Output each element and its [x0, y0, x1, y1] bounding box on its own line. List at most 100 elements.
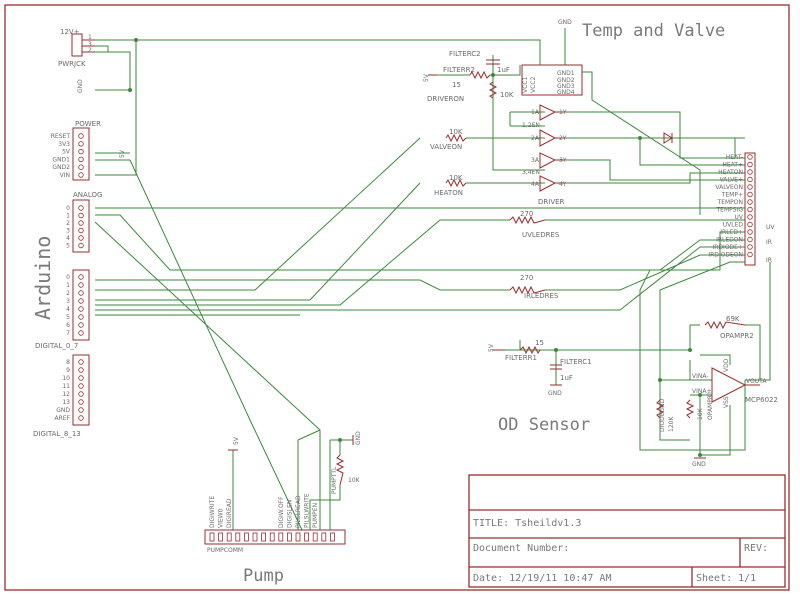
pump-pin [295, 532, 301, 542]
section-title-od-sensor: OD Sensor [498, 415, 590, 435]
pin-socket [78, 282, 84, 288]
pin-socket [78, 141, 84, 147]
svg-text:UVLEDRES: UVLEDRES [522, 231, 560, 239]
svg-text:1,2EN: 1,2EN [522, 122, 540, 129]
svg-text:OPAMPR1: OPAMPR1 [707, 391, 714, 420]
svg-text:GND: GND [355, 431, 362, 445]
pin-label: 3 [66, 298, 70, 305]
pin-socket [78, 407, 84, 413]
svg-text:3Y: 3Y [559, 157, 567, 164]
pin-label: 5 [66, 243, 70, 250]
svg-text:1uF: 1uF [560, 374, 573, 382]
pump-pin-label: PUMPEN [312, 503, 319, 528]
svg-text:FILTERC2: FILTERC2 [449, 50, 481, 58]
pin-socket [78, 290, 84, 296]
svg-text:69K: 69K [726, 315, 740, 323]
pump-pin-label: VIEW0 [218, 508, 225, 528]
pin-label: 1 [66, 213, 70, 220]
connector-label: UVLED [723, 222, 744, 229]
sheet-frame [4, 4, 790, 591]
svg-text:1uF: 1uF [497, 66, 510, 74]
pin-label: 1 [66, 282, 70, 289]
pump-pin [218, 532, 224, 542]
section-title-arduino: Arduino [31, 236, 55, 320]
svg-text:5V: 5V [119, 149, 126, 158]
pump-pin [243, 532, 249, 542]
svg-text:GND3: GND3 [557, 83, 575, 90]
svg-text:1Y: 1Y [559, 109, 567, 116]
pin-socket [78, 314, 84, 320]
svg-text:VSS: VSS [723, 396, 730, 408]
pin-socket [78, 375, 84, 381]
pump-pin-label: DIGIWRITE [209, 496, 216, 528]
svg-text:10K: 10K [449, 128, 463, 136]
pin-socket [78, 274, 84, 280]
svg-text:IRLEDRES: IRLEDRES [524, 292, 559, 300]
driver-ic: FILTERC2 1uF FILTERR2 15 5V 10K DRIVERON… [423, 50, 583, 206]
connector-label: UV [735, 214, 744, 221]
pin-socket [78, 391, 84, 397]
svg-text:ANALOG: ANALOG [73, 191, 102, 199]
svg-text:FILTERC1: FILTERC1 [560, 358, 592, 366]
title-block: TITLE: Tsheildv1.3 Document Number: REV:… [468, 474, 786, 588]
pin-label: 4 [66, 306, 70, 313]
connector-label: TEMP+ [721, 192, 743, 199]
svg-text:VCC1: VCC1 [522, 77, 529, 93]
pin-socket [78, 359, 84, 365]
connector-label: HEAT+ [722, 162, 743, 169]
pin-label: VIN [60, 172, 70, 179]
pin-socket [747, 251, 753, 258]
pin-socket [747, 184, 753, 190]
pump-pin-label: PILSLWRITE [304, 493, 311, 528]
connector-label: HEAT- [726, 154, 743, 161]
pump-pin [286, 532, 292, 542]
svg-text:UV: UV [766, 224, 775, 231]
svg-text:DIODEGND: DIODEGND [659, 398, 666, 432]
svg-text:5V: 5V [233, 436, 240, 445]
pump-pin-label: DIGISLEN [286, 500, 293, 528]
svg-text:GND4: GND4 [557, 89, 575, 96]
pin-socket [78, 383, 84, 389]
pump-pin [261, 532, 267, 542]
resistors: 10K VALVEON 10K HEATON 270 UVLEDRES 270 … [430, 128, 560, 300]
io-connector: HEAT-HEAT+HEATONVALVE+VALVEONTEMP+TEMPON… [708, 152, 775, 266]
pin-label: 7 [66, 330, 70, 337]
svg-text:10K: 10K [449, 174, 463, 182]
svg-text:IR: IR [766, 257, 772, 264]
svg-text:270: 270 [520, 274, 533, 282]
pump-pin-label: DIGIREAD [226, 498, 233, 528]
svg-text:VCC2: VCC2 [530, 77, 537, 93]
svg-text:OPAMPR2: OPAMPR2 [720, 332, 754, 340]
svg-text:5V: 5V [423, 73, 430, 82]
svg-text:3,4EN: 3,4EN [522, 169, 540, 176]
pin-label: 13 [62, 399, 70, 406]
pin-label: 6 [66, 322, 70, 329]
svg-text:10K: 10K [697, 407, 704, 420]
pin-label: 5V [62, 149, 71, 156]
pump-pin [226, 532, 232, 542]
svg-text:3: 3 [88, 41, 92, 48]
pin-label: 2 [66, 220, 70, 227]
svg-text:3A: 3A [531, 157, 540, 164]
diode [663, 132, 673, 144]
od-sensor: VINA- VINA+ VOUTA VDD VSS MCP6022 69K OP… [488, 315, 778, 468]
pin-label: GND2 [52, 164, 70, 171]
pin-socket [78, 220, 84, 226]
pin-socket [747, 221, 753, 228]
pump-pin-label: DIGIW.OFF [278, 496, 285, 528]
svg-text:DIGITAL_8_13: DIGITAL_8_13 [33, 430, 81, 438]
pin-socket [747, 154, 753, 160]
svg-text:4Y: 4Y [559, 181, 567, 188]
pin-socket [747, 229, 753, 235]
pin-socket [78, 235, 84, 241]
pump-pin [329, 532, 335, 542]
connector-label: IRLED+ [720, 229, 743, 236]
pump-pin [269, 532, 275, 542]
svg-text:HEATON: HEATON [434, 189, 463, 197]
svg-text:PUMPTTL: PUMPTTL [331, 466, 338, 494]
